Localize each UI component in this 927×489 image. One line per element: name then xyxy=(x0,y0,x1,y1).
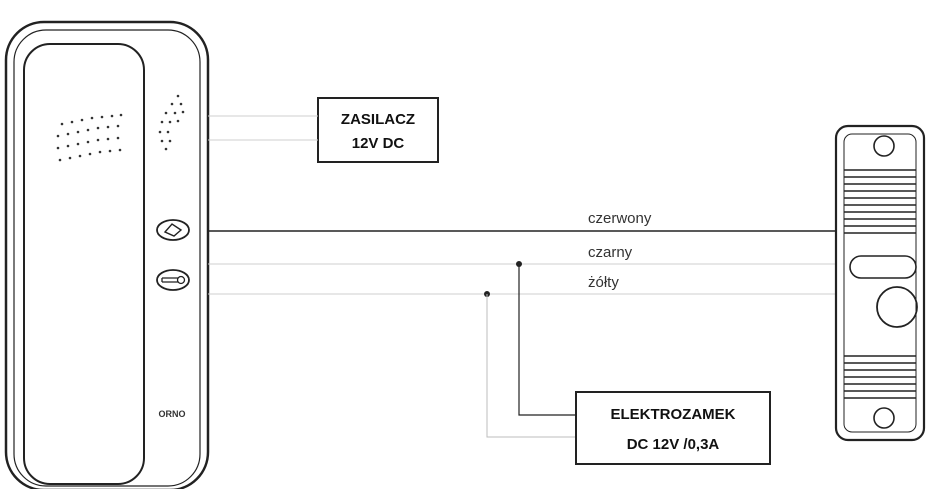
handset-receiver xyxy=(23,43,145,485)
lock-wire-1 xyxy=(518,264,578,416)
power-supply-label: ZASILACZ xyxy=(341,111,415,128)
wire-label-yellow: żółty xyxy=(588,274,619,291)
lock-spec: DC 12V /0,3A xyxy=(627,436,720,453)
wire-label-black: czarny xyxy=(588,244,633,261)
lock-wire-2 xyxy=(486,294,578,438)
call-push-button xyxy=(876,286,918,328)
outdoor-station xyxy=(834,124,926,442)
upper-speaker-slots xyxy=(844,169,916,234)
door-open-button xyxy=(156,269,190,291)
bottom-screw-icon xyxy=(873,407,895,429)
key-icon xyxy=(161,277,178,283)
call-button xyxy=(156,219,190,241)
lock-label: ELEKTROZAMEK xyxy=(611,406,736,423)
station-frame xyxy=(834,124,926,442)
top-screw-icon xyxy=(873,135,895,157)
brand-logo: ORNO xyxy=(159,409,186,419)
bell-icon xyxy=(163,223,183,237)
name-plate xyxy=(849,255,917,279)
power-supply-voltage: 12V DC xyxy=(352,135,405,152)
earpiece-grille xyxy=(56,113,123,162)
electric-lock-box: ELEKTROZAMEK DC 12V /0,3A xyxy=(575,391,771,465)
handset-inner-frame xyxy=(13,29,201,487)
power-supply-box: ZASILACZ 12V DC xyxy=(317,97,439,163)
indoor-handset: ORNO xyxy=(4,20,210,489)
handset-outer-frame xyxy=(4,20,210,489)
lower-speaker-slots xyxy=(844,355,916,399)
wire-label-red: czerwony xyxy=(588,210,652,227)
station-inner-frame xyxy=(843,133,917,433)
speaker-grille xyxy=(158,94,185,151)
